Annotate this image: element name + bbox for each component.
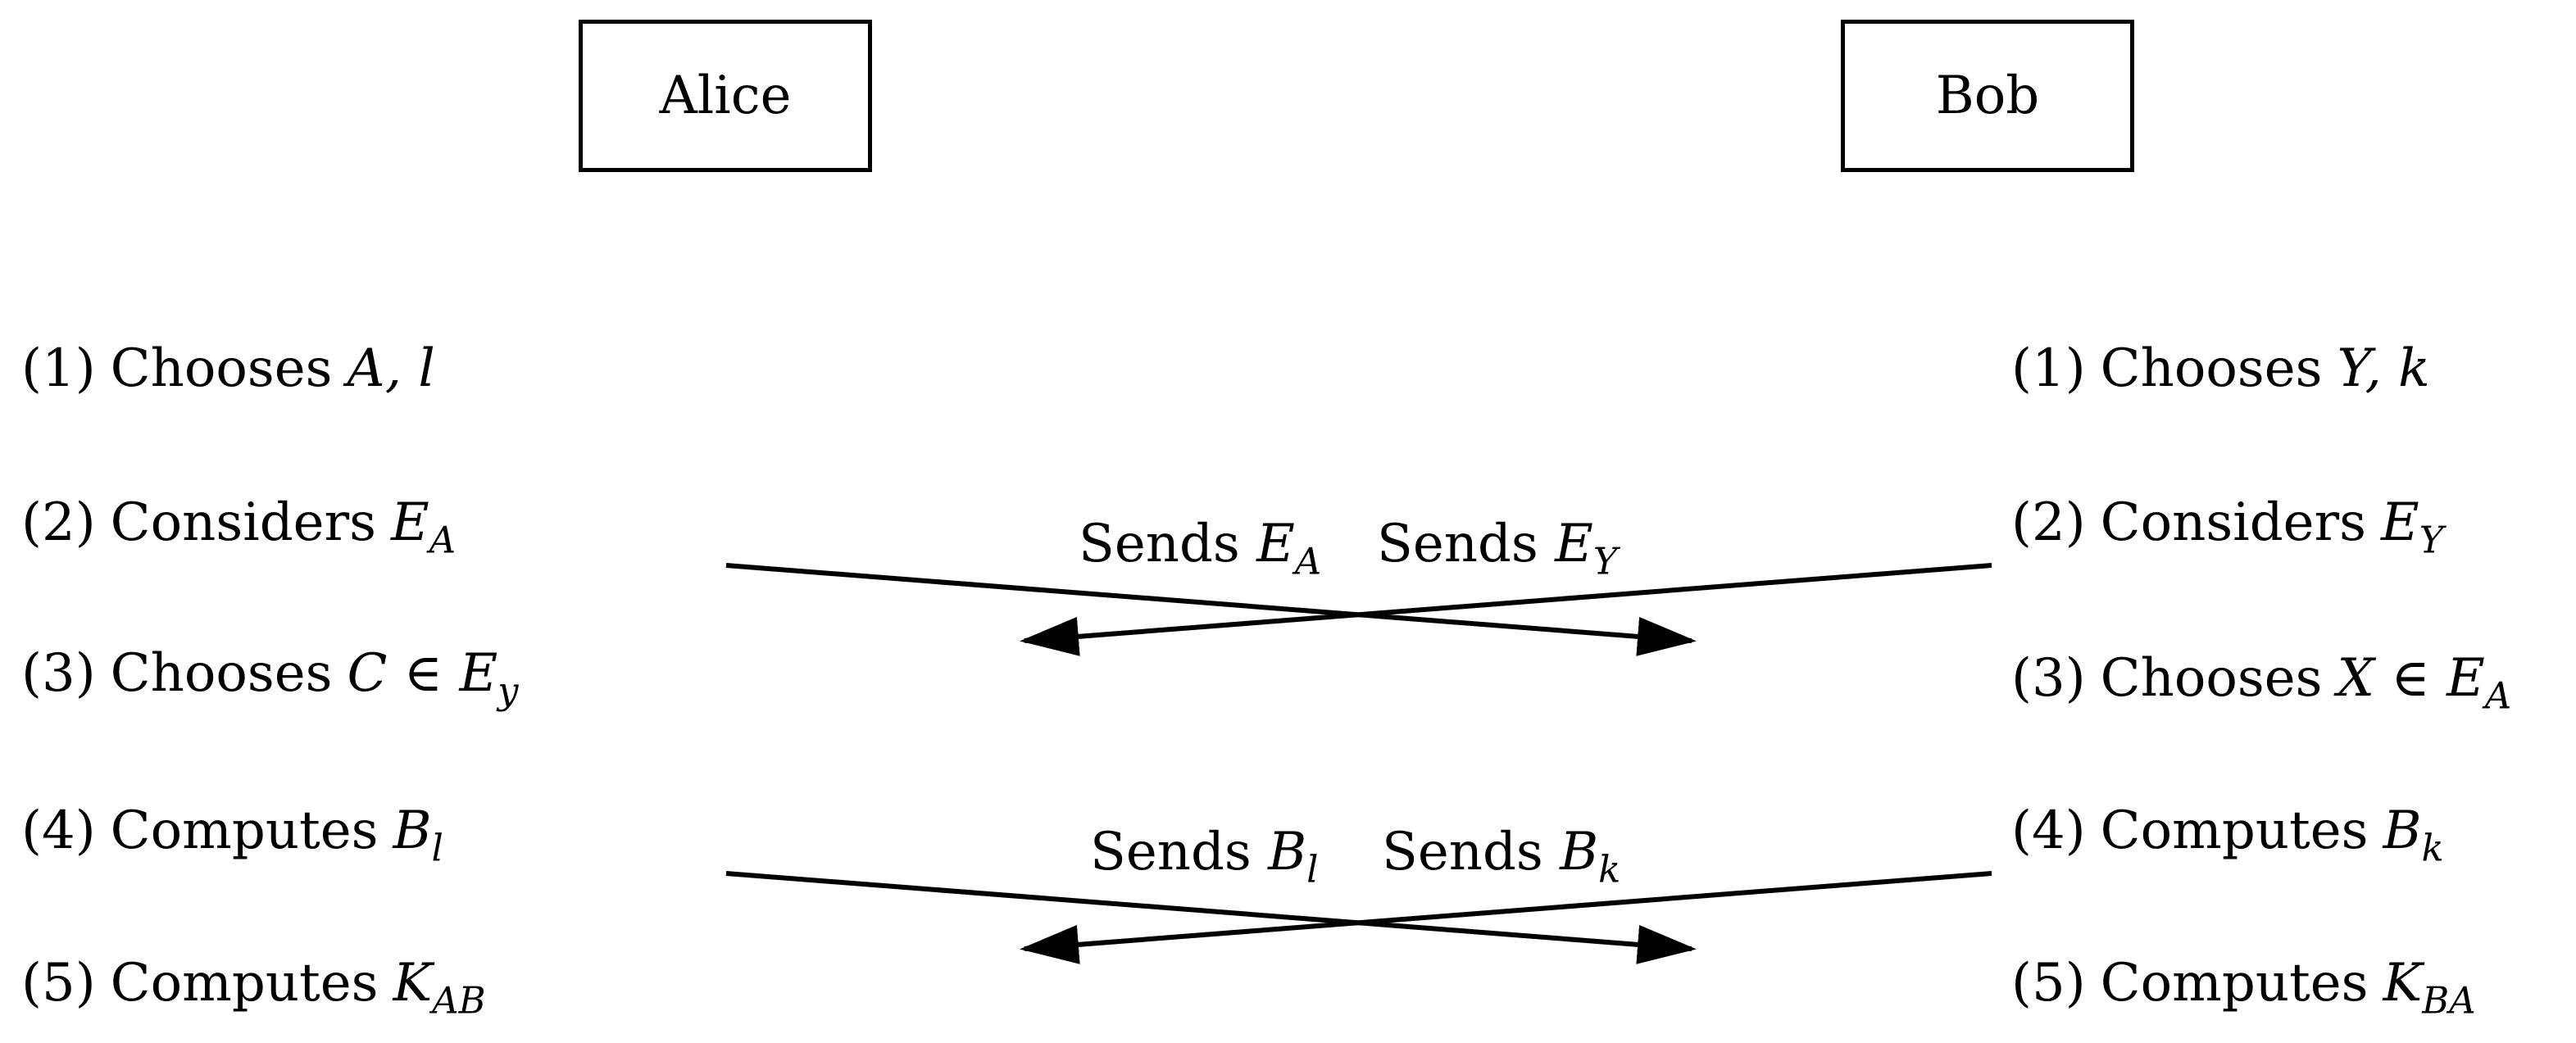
step-verb: Chooses — [2100, 338, 2323, 399]
step-number: (2) — [2011, 492, 2086, 553]
step-verb: Considers — [2100, 492, 2366, 553]
step-verb: Computes — [110, 800, 379, 861]
message-verb: Sends — [1090, 822, 1252, 882]
step-math: E — [2380, 492, 2419, 553]
step-number: (5) — [2011, 953, 2086, 1014]
step-number: (1) — [21, 338, 96, 399]
step-verb: Chooses — [110, 643, 333, 704]
step-subscript: BA — [2422, 978, 2476, 1023]
step-number: (5) — [21, 953, 96, 1014]
step-subscript: A — [429, 518, 457, 562]
message-subscript: k — [1598, 847, 1621, 891]
message-math: B — [1268, 822, 1307, 882]
message-label-alice-second: Sends Bl — [1090, 826, 1318, 888]
arrow-alice-to-bob-first — [725, 563, 1697, 656]
arrow-bob-to-alice-second — [1020, 871, 1992, 964]
step-subscript: k — [2421, 826, 2444, 870]
message-verb: Sends — [1377, 514, 1538, 574]
step-math: K — [2383, 953, 2423, 1014]
step-number: (2) — [21, 492, 96, 553]
step-math: Y, k — [2337, 338, 2430, 399]
message-label-bob-first: Sends EY — [1377, 518, 1617, 580]
message-subscript: Y — [1592, 539, 1618, 583]
step-number: (4) — [21, 800, 96, 861]
step-number: (3) — [21, 643, 96, 704]
step-subscript: A — [2484, 673, 2512, 718]
step-math: B — [2383, 800, 2422, 861]
message-label-bob-second: Sends Bk — [1382, 826, 1620, 888]
step-math: E — [390, 492, 429, 553]
message-verb: Sends — [1079, 514, 1240, 574]
step-number: (1) — [2011, 338, 2086, 399]
alice-label: Alice — [659, 66, 792, 126]
step-math: A, l — [347, 338, 435, 399]
arrow-bob-to-alice-first — [1020, 563, 1992, 656]
step-number: (4) — [2011, 800, 2086, 861]
step-verb: Computes — [2100, 800, 2369, 861]
bob-box: Bob — [1841, 20, 2134, 172]
step-math: B — [393, 800, 432, 861]
step-subscript: AB — [432, 978, 486, 1023]
message-math: E — [1256, 514, 1295, 574]
message-math: E — [1555, 514, 1593, 574]
arrow-alice-to-bob-second — [725, 871, 1697, 964]
step-verb: Chooses — [2100, 648, 2323, 709]
message-subscript: A — [1294, 539, 1322, 583]
step-subscript: y — [497, 669, 519, 713]
message-subscript: l — [1306, 847, 1319, 891]
step-subscript: Y — [2419, 518, 2444, 562]
step-math: C ∈ E — [347, 643, 498, 704]
alice-box: Alice — [579, 20, 872, 172]
message-math: B — [1560, 822, 1599, 882]
step-subscript: l — [431, 826, 443, 870]
message-label-alice-first: Sends EA — [1079, 518, 1321, 580]
step-math: K — [393, 953, 433, 1014]
step-verb: Chooses — [110, 338, 333, 399]
bob-label: Bob — [1935, 66, 2040, 126]
step-verb: Computes — [110, 953, 379, 1014]
step-number: (3) — [2011, 648, 2086, 709]
step-math: X ∈ E — [2337, 648, 2485, 709]
step-verb: Considers — [110, 492, 376, 553]
message-verb: Sends — [1382, 822, 1543, 882]
step-verb: Computes — [2100, 953, 2369, 1014]
